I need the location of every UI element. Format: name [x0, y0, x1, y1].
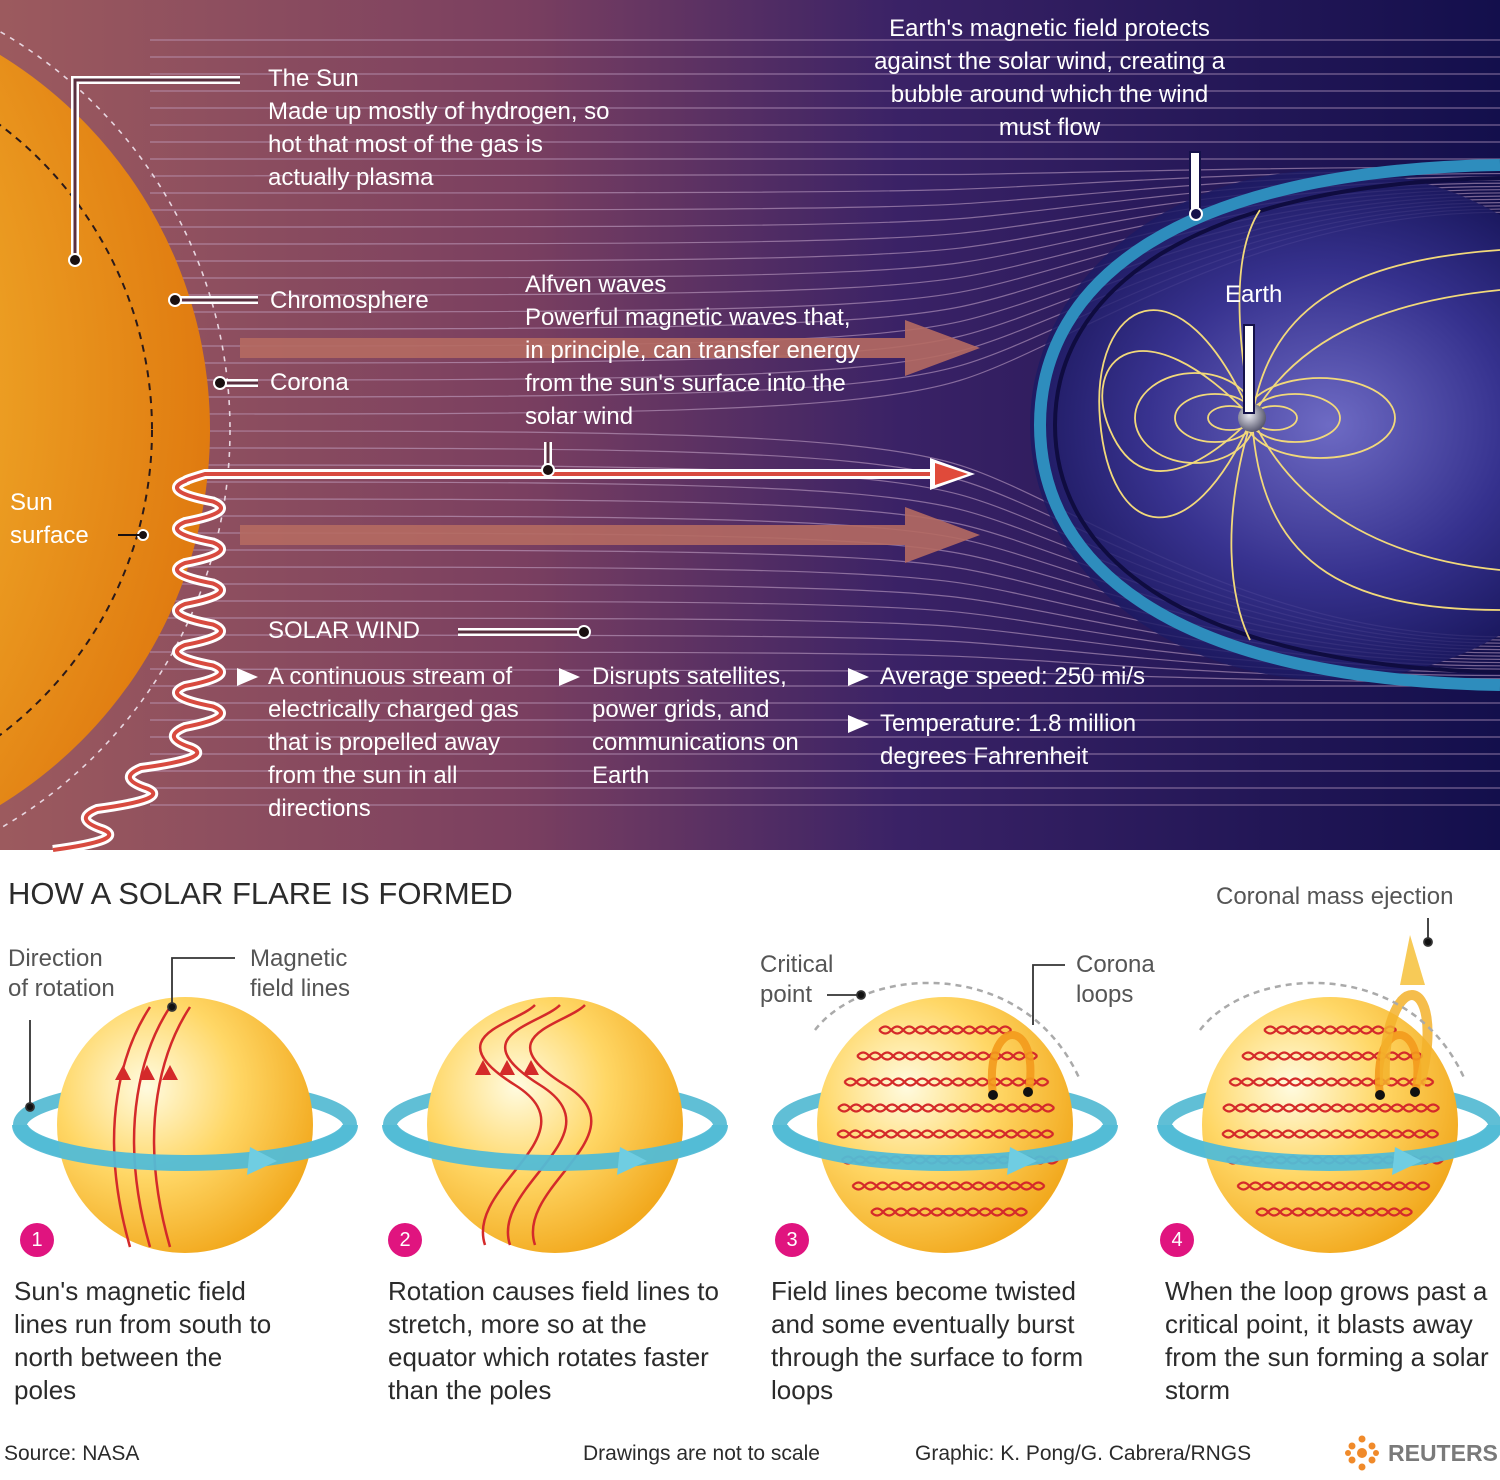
footer-credit: Graphic: K. Pong/G. Cabrera/RNGS	[915, 1442, 1252, 1465]
corona-loops-label-2: loops	[1076, 981, 1134, 1008]
callout-leaders-inner	[73, 78, 582, 634]
earth-label: Earth	[1225, 281, 1283, 308]
earth-field-note: Earth's magnetic field protects against …	[874, 15, 1225, 141]
sun-title: The Sun	[268, 65, 359, 92]
wind-arrows	[240, 320, 980, 563]
callout-dots	[68, 253, 591, 639]
sun-surface-label-2: surface	[10, 522, 89, 549]
cme-label: Coronal mass ejection	[1216, 883, 1454, 910]
alfven-wave-line	[52, 458, 975, 855]
chromosphere-label: Chromosphere	[270, 287, 429, 314]
sun-description: Made up mostly of hydrogen, so hot that …	[268, 98, 610, 191]
magnetic-label-1: Magnetic	[250, 945, 348, 972]
solar-wind-title: SOLAR WIND	[268, 617, 421, 644]
step-3-badge-number: 3	[786, 1229, 798, 1251]
earth-field-lines	[1098, 209, 1500, 641]
solar-wind-bullet-2: Disrupts satellites, power grids, and co…	[592, 663, 799, 789]
footer-scale-note: Drawings are not to scale	[583, 1442, 820, 1465]
corona-loops-label-1: Corona	[1076, 951, 1155, 978]
magnetic-label-2: field lines	[250, 975, 351, 1002]
alfven-description: Powerful magnetic waves that, in princip…	[525, 304, 860, 430]
solar-wind-bullet-4: Temperature: 1.8 million degrees Fahrenh…	[880, 710, 1137, 770]
direction-label-2: of rotation	[8, 975, 115, 1002]
corona-label: Corona	[270, 369, 349, 396]
step-1-badge-number: 1	[31, 1229, 43, 1251]
step-4-text: When the loop grows past a critical poin…	[1165, 1276, 1489, 1405]
step-2-text: Rotation causes field lines to stretch, …	[388, 1276, 719, 1405]
solar-wind-bullet-1: A continuous stream of electrically char…	[268, 663, 519, 822]
step-2-badge-number: 2	[399, 1229, 411, 1251]
section-heading: HOW A SOLAR FLARE IS FORMED	[8, 876, 513, 911]
step-1-text: Sun's magnetic field lines run from sout…	[14, 1276, 272, 1405]
magnetosphere	[1030, 159, 1500, 691]
direction-label-1: Direction	[8, 945, 103, 972]
critical-label-1: Critical	[760, 951, 834, 978]
critical-label-2: point	[760, 981, 813, 1008]
flare-stage-illustrations	[12, 918, 1500, 1257]
alfven-title: Alfven waves	[525, 271, 667, 298]
footer-brand: REUTERS	[1388, 1440, 1498, 1466]
solar-wind-bullet-3: Average speed: 250 mi/s	[880, 663, 1146, 690]
bubble-pointer	[1189, 151, 1203, 221]
reuters-logo-icon	[1345, 1435, 1379, 1471]
sun-surface-label-1: Sun	[10, 489, 53, 516]
step-4-badge-number: 4	[1171, 1229, 1183, 1251]
footer-source: Source: NASA	[4, 1442, 140, 1465]
bullet-triangles	[237, 668, 869, 733]
step-3-text: Field lines become twisted and some even…	[771, 1276, 1084, 1405]
earth-pointer	[1243, 324, 1255, 414]
sun-body	[0, 30, 231, 830]
